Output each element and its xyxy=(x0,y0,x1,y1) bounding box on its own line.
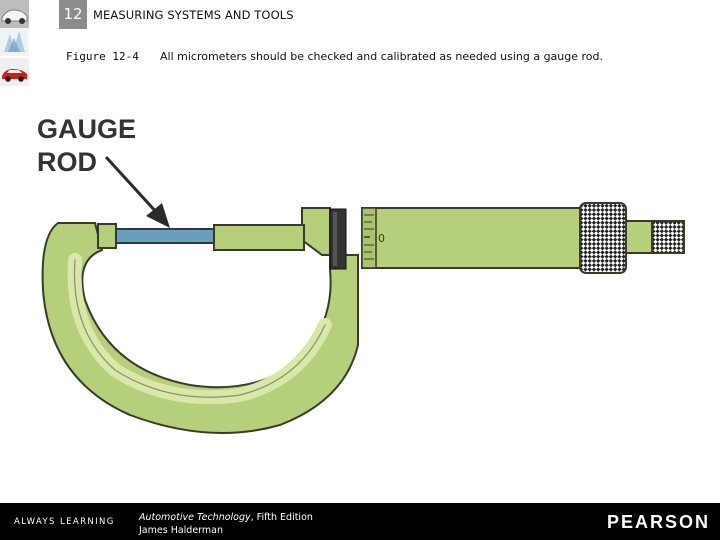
chapter-number: 12 xyxy=(59,0,87,29)
thimble-zero-mark: 0 xyxy=(378,232,385,245)
book-title: Automotive Technology xyxy=(139,512,251,523)
anvil xyxy=(97,223,117,249)
micrometer-frame xyxy=(41,207,359,434)
book-edition: , Fifth Edition xyxy=(250,512,313,523)
thimble: 0 xyxy=(361,207,581,269)
footer-author: James Halderman xyxy=(139,525,224,536)
lock-ring xyxy=(329,208,347,270)
ratchet-end xyxy=(625,220,685,254)
footer-tagline: ALWAYS LEARNING xyxy=(14,517,115,527)
figure-label: Figure 12-4 xyxy=(66,50,139,63)
car-thumbnail xyxy=(0,0,29,28)
footer-book-info: Automotive Technology, Fifth Edition xyxy=(139,512,313,523)
pearson-logo: PEARSON xyxy=(606,512,710,532)
red-car-thumbnail xyxy=(0,58,29,86)
ratchet-knurl xyxy=(579,202,627,274)
gauge-rod-label: GAUGE ROD xyxy=(37,114,137,177)
ice-crystal-thumbnail xyxy=(0,28,29,56)
micrometer-illustration: 0 xyxy=(41,155,685,434)
gauge-rod xyxy=(115,228,215,244)
spindle xyxy=(213,224,305,251)
chapter-title: MEASURING SYSTEMS AND TOOLS xyxy=(93,8,294,22)
callout-arrow xyxy=(104,155,170,228)
figure-caption: All micrometers should be checked and ca… xyxy=(160,50,604,63)
footer-bar: ALWAYS LEARNING Automotive Technology, F… xyxy=(0,503,720,540)
